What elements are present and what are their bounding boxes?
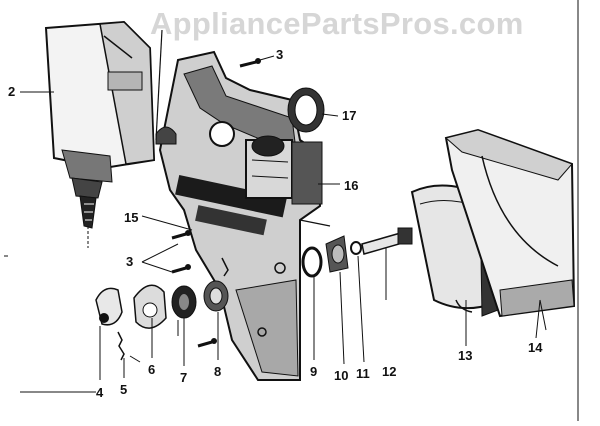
callout-10: 10 <box>334 368 348 383</box>
part-2-module-housing <box>44 20 156 248</box>
callout-4: 4 <box>96 385 104 400</box>
screws <box>171 58 261 348</box>
part-15-screw <box>171 230 191 240</box>
part-11-clip <box>350 241 362 255</box>
callout-16: 16 <box>344 178 358 193</box>
callout-5: 5 <box>120 382 127 397</box>
callout-15: 15 <box>124 210 138 225</box>
callout-12: 12 <box>382 364 396 379</box>
bracket-plate <box>155 29 331 381</box>
part-7-washer <box>171 285 197 336</box>
watermark-text: AppliancePartsPros.com <box>150 6 524 41</box>
part-8-bushing <box>203 280 229 312</box>
leader-lines <box>4 0 579 421</box>
screw-top <box>239 58 261 68</box>
screw-mid <box>171 264 191 274</box>
callout-9: 9 <box>310 364 317 379</box>
part-10-hub <box>325 235 349 273</box>
callout-11: 11 <box>356 366 370 381</box>
part-9-ring <box>301 246 323 278</box>
part-5-spring <box>117 331 141 363</box>
callout-labels: 2 3 17 16 15 3 4 5 6 7 8 9 10 11 12 13 1… <box>8 47 543 400</box>
part-6-gear <box>133 284 167 329</box>
callout-3-mid: 3 <box>126 254 133 269</box>
callout-2: 2 <box>8 84 15 99</box>
part-16-timer-motor <box>245 135 323 205</box>
part-17-gasket <box>287 87 325 133</box>
part-4-cam <box>95 287 123 326</box>
callout-8: 8 <box>214 364 221 379</box>
screw-lower <box>197 338 217 348</box>
callout-3-top: 3 <box>276 47 283 62</box>
callout-6: 6 <box>148 362 155 377</box>
callout-7: 7 <box>180 370 187 385</box>
callout-13: 13 <box>458 348 472 363</box>
callout-14: 14 <box>528 340 543 355</box>
part-14-door-frame <box>444 128 576 331</box>
part-12-shaft <box>361 227 413 300</box>
callout-17: 17 <box>342 108 356 123</box>
